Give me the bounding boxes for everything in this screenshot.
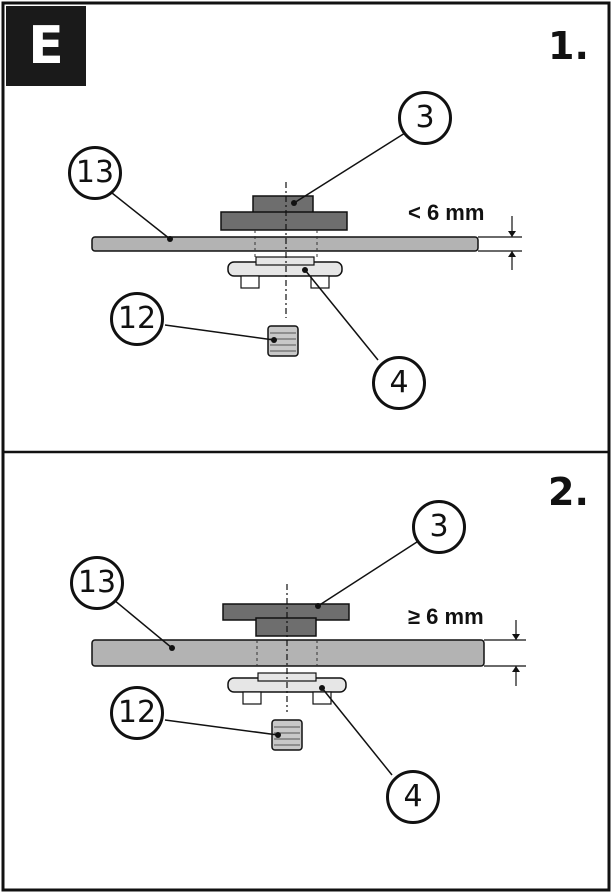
callout-4: 4: [372, 356, 426, 410]
callout-4: 4: [386, 770, 440, 824]
callout-3: 3: [412, 500, 466, 554]
cutting-disc: [91, 236, 479, 252]
callout-13: 13: [68, 146, 122, 200]
section-badge-letter: E: [28, 16, 64, 76]
step-number: 1.: [548, 24, 589, 68]
flange-base: [220, 211, 348, 231]
dimension-label: < 6 mm: [408, 200, 485, 225]
callout-13: 13: [70, 556, 124, 610]
section-badge: [6, 6, 86, 86]
step-number: 2.: [548, 470, 589, 514]
cutting-disc: [91, 639, 485, 667]
panel-2-assembly: [91, 539, 526, 776]
callout-12: 12: [110, 686, 164, 740]
panel-1-assembly: [91, 132, 522, 361]
flange-top: [255, 617, 317, 637]
callout-3: 3: [398, 91, 452, 145]
callout-12: 12: [110, 292, 164, 346]
dimension-label: ≥ 6 mm: [408, 604, 484, 629]
